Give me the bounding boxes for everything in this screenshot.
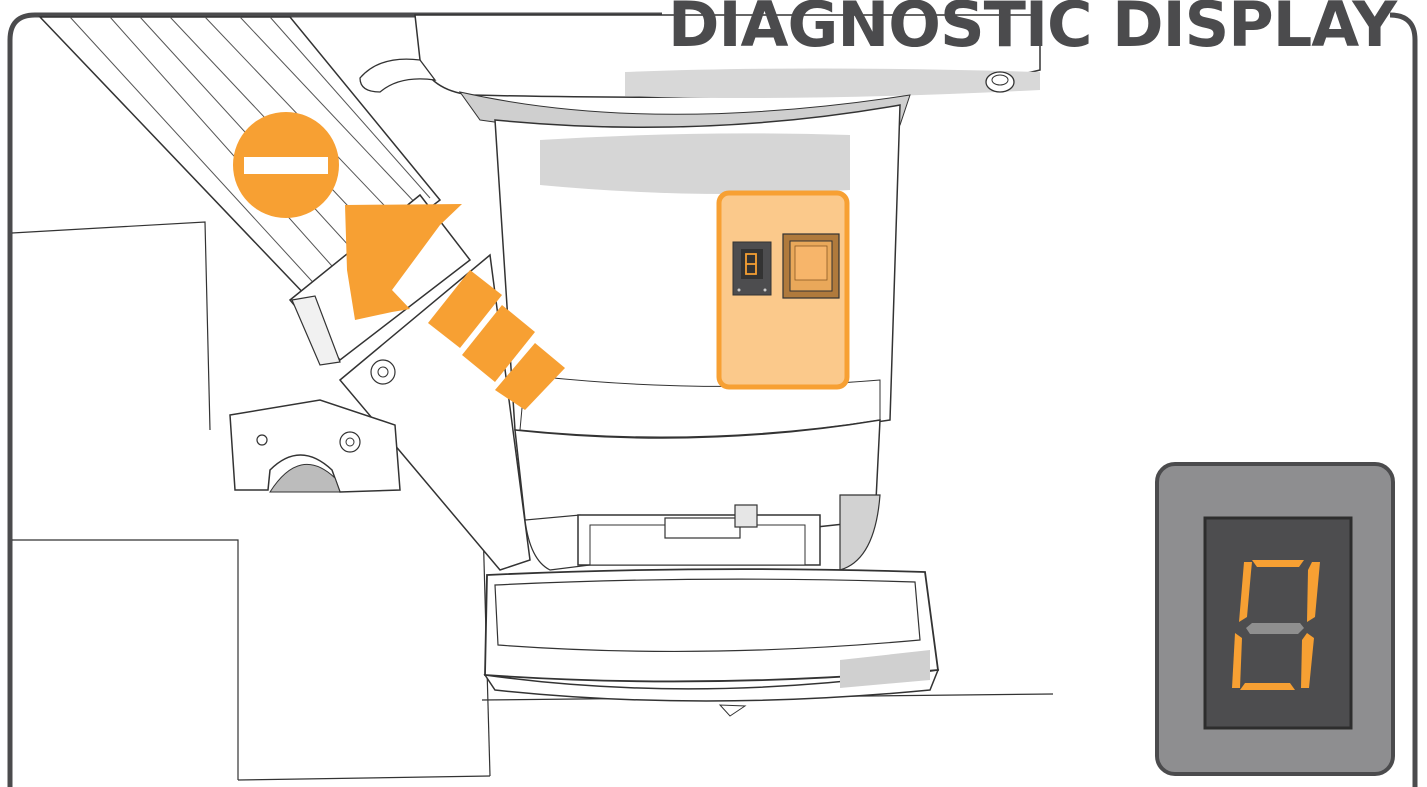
minus-sign-icon: [233, 112, 339, 218]
mini-diagnostic-display: [733, 242, 771, 295]
rocker-switch: [783, 234, 839, 298]
diagnostic-display-enlarged: [1157, 464, 1393, 774]
segment-a: [1252, 560, 1304, 567]
segment-g: [1246, 623, 1304, 634]
page-title: DIAGNOSTIC DISPLAY: [668, 0, 1396, 56]
segment-d: [1240, 683, 1295, 690]
control-panel-highlight: [719, 193, 847, 387]
